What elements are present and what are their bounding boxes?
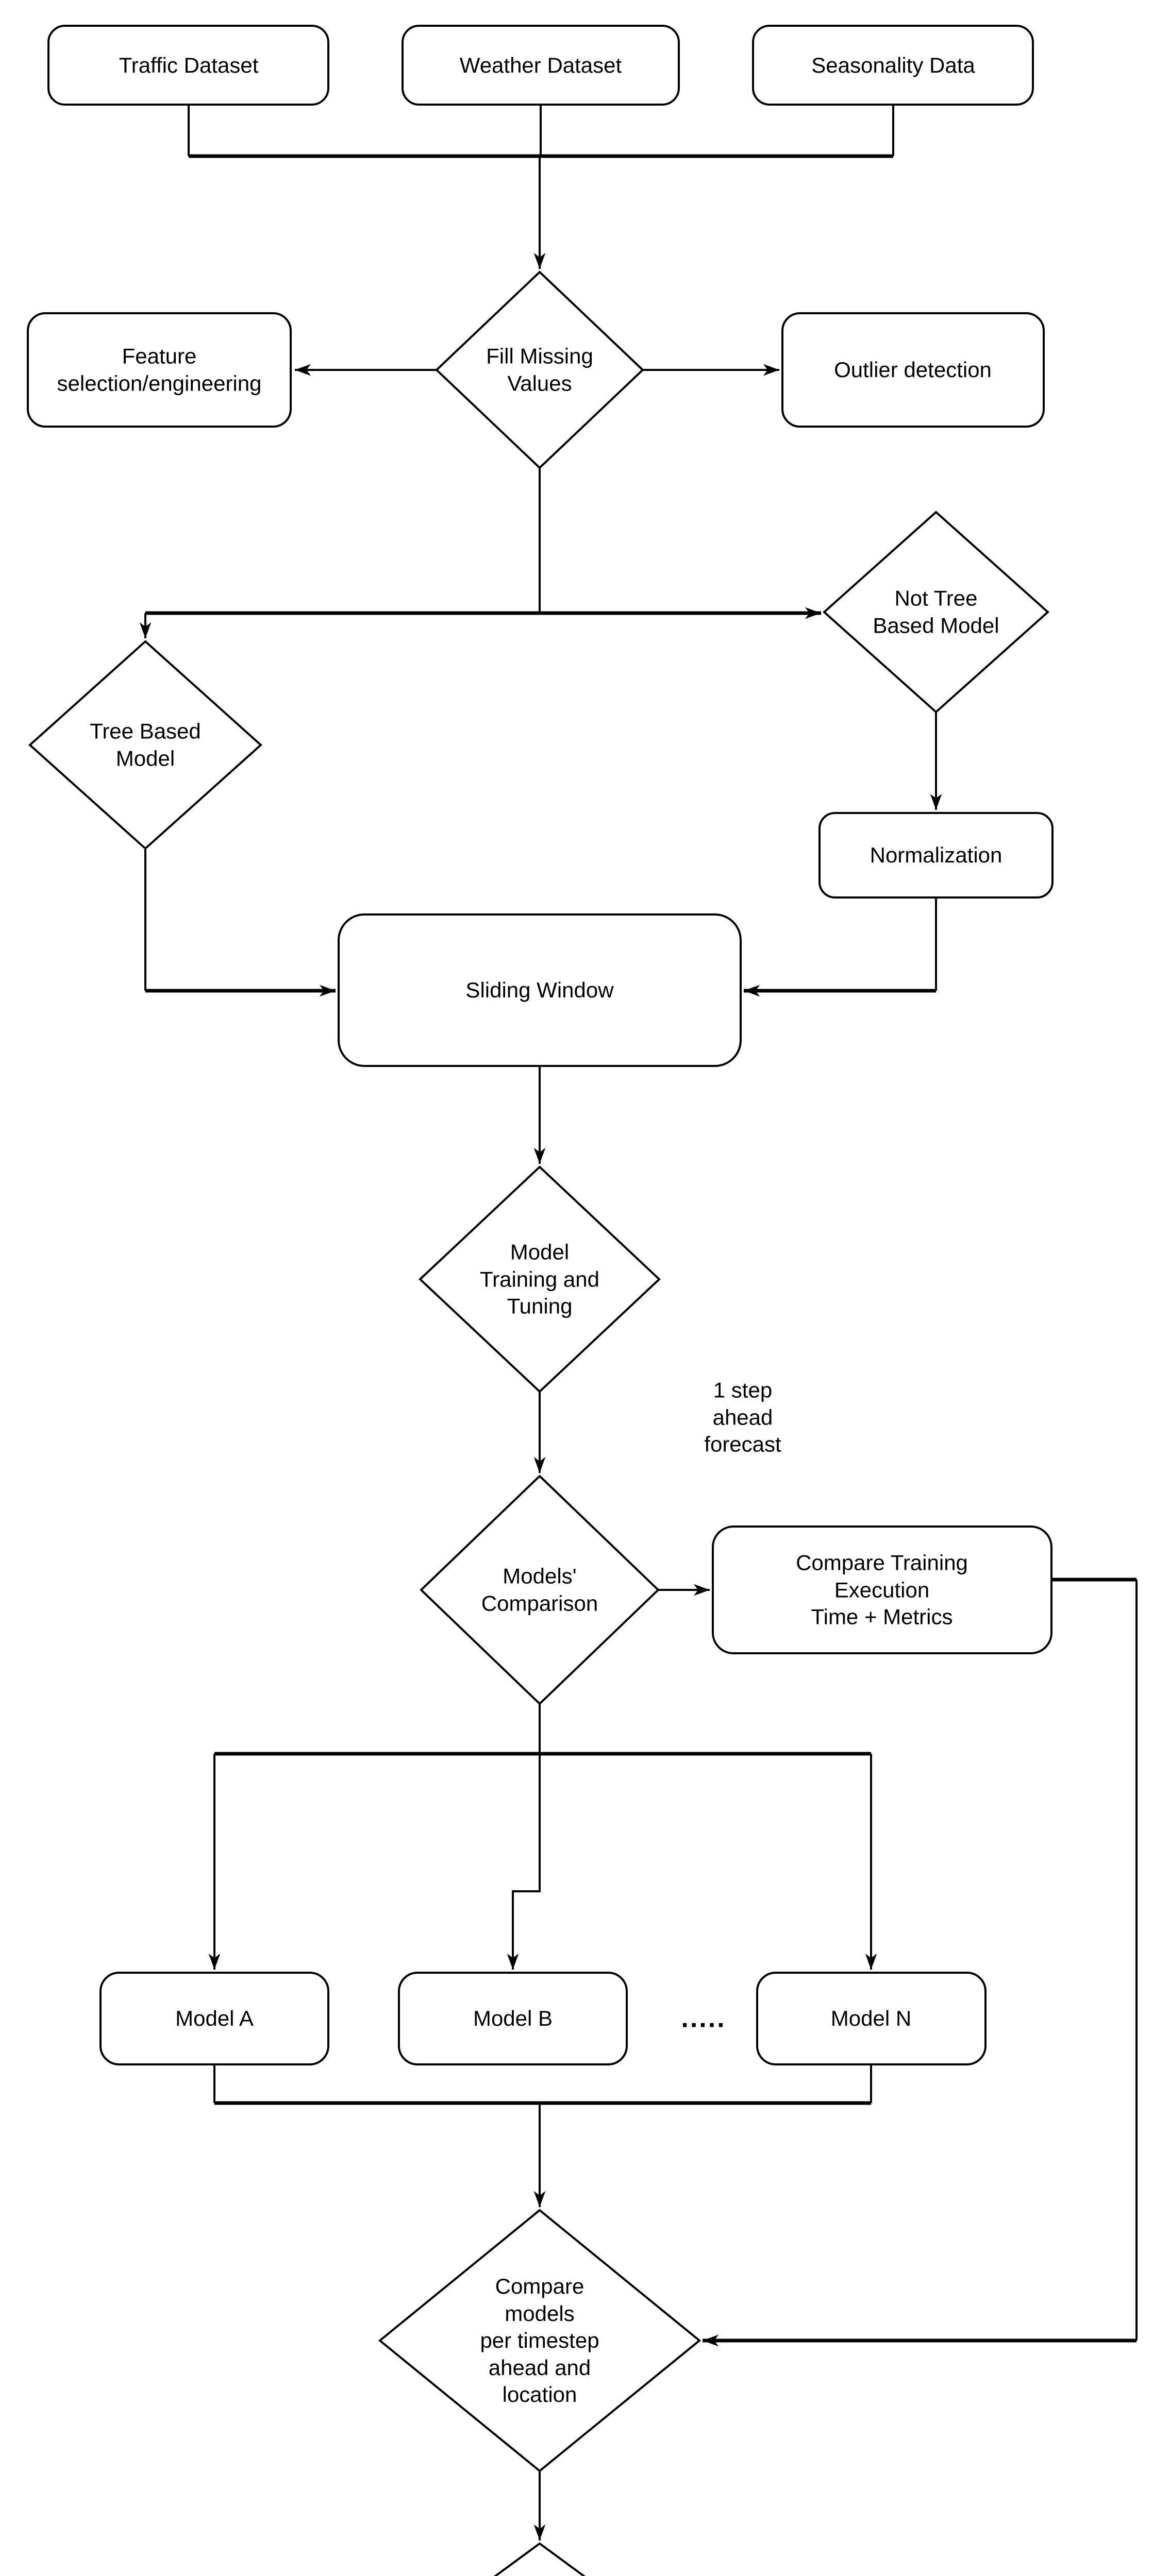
edges	[139, 105, 1138, 2540]
outlier-detection-node	[781, 312, 1045, 428]
tree-based-model-decision	[28, 640, 262, 850]
models-comparison-decision	[420, 1475, 660, 1705]
weather-dataset-node	[402, 25, 680, 106]
compare-training-metrics-node	[712, 1526, 1052, 1654]
traffic-dataset-node	[47, 25, 329, 106]
choose-optimal-decision	[493, 2542, 586, 2576]
sliding-window-node	[338, 913, 742, 1067]
model-n-node	[756, 1972, 987, 2065]
nodes	[27, 25, 1054, 2576]
model-a-node	[99, 1972, 329, 2065]
normalization-node	[818, 812, 1054, 899]
model-b-node	[398, 1972, 628, 2065]
compare-models-decision	[378, 2209, 701, 2472]
edge-into-model-b	[507, 1754, 541, 1970]
fill-missing-values-decision	[435, 270, 644, 469]
seasonality-data-node	[752, 25, 1034, 106]
feature-selection-node	[27, 312, 292, 428]
not-tree-based-model-decision	[822, 511, 1050, 714]
model-training-tuning-decision	[419, 1165, 661, 1393]
